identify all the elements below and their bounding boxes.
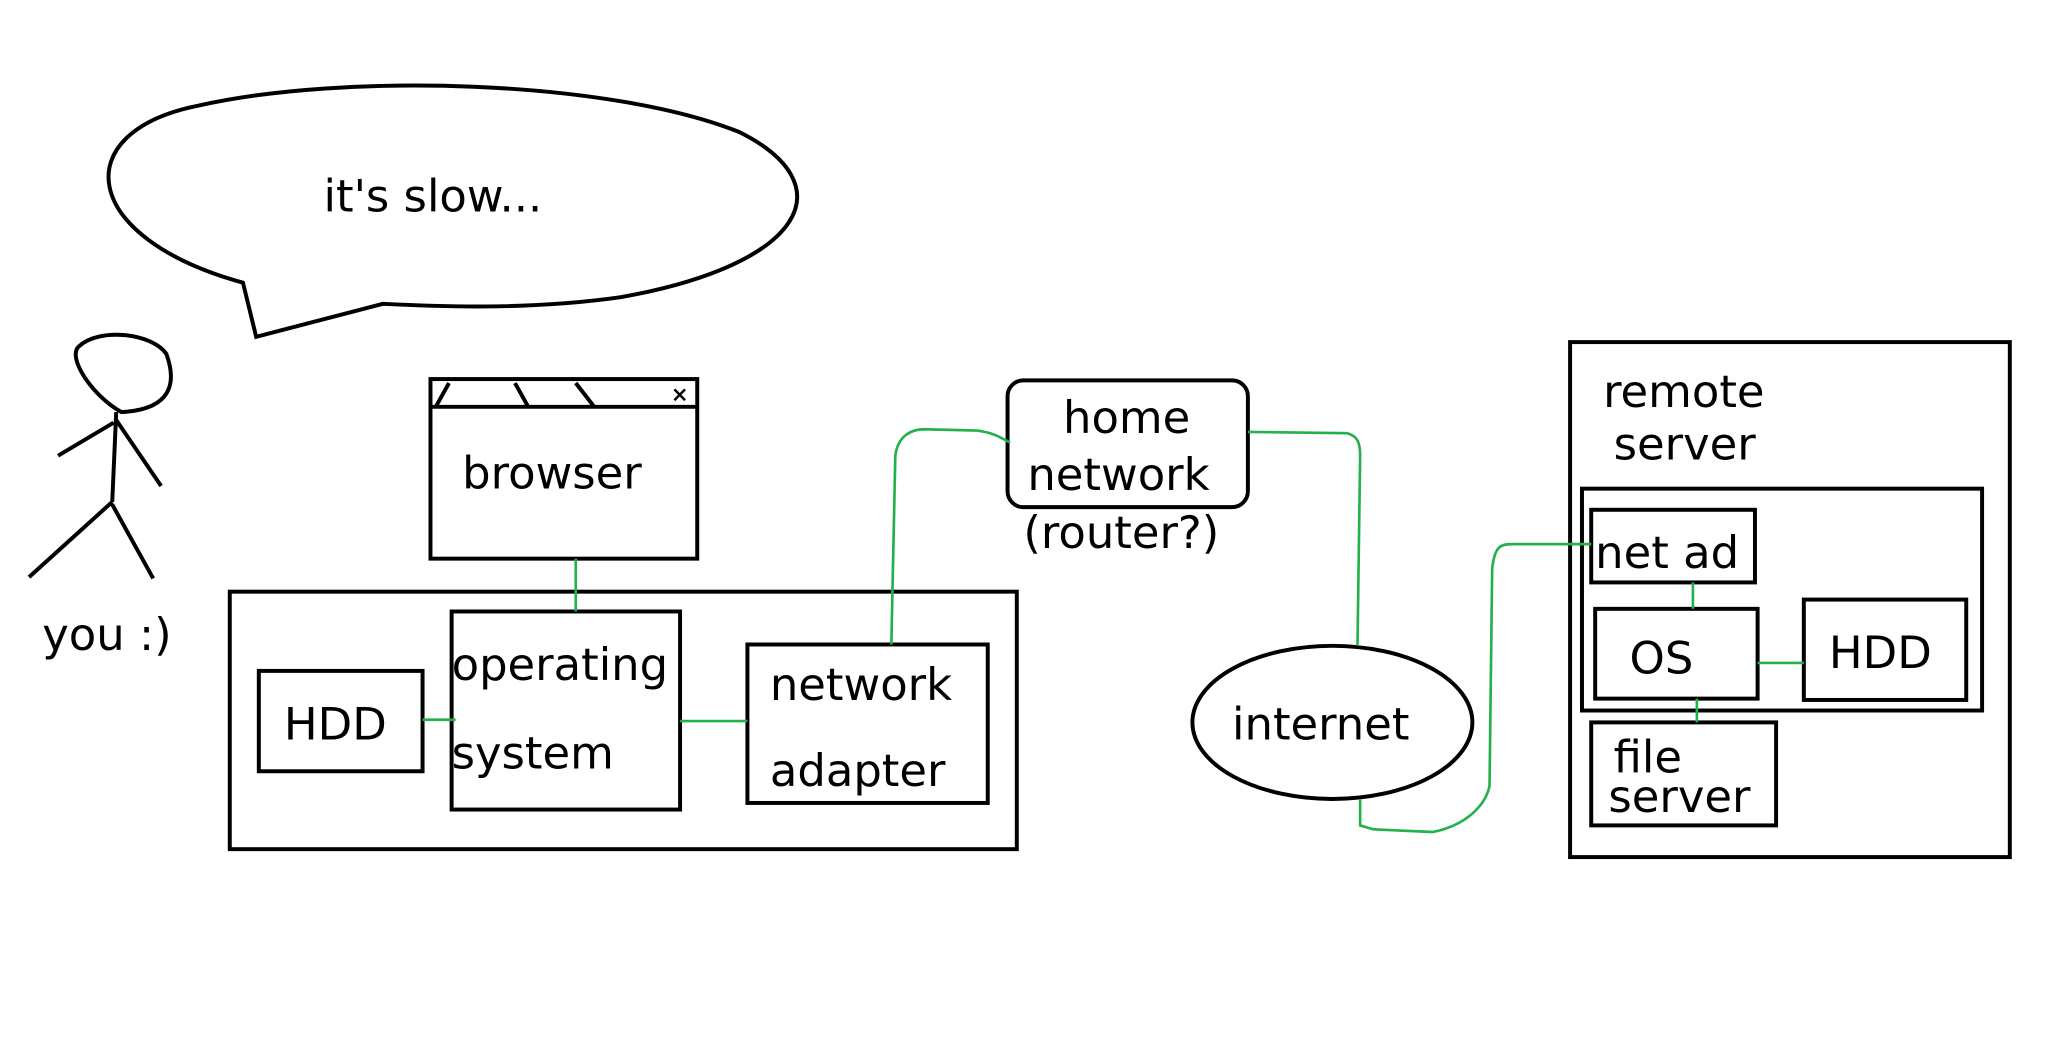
speech-bubble: it's slow... (106, 83, 800, 340)
remote-hdd-box (1801, 597, 1969, 702)
home-network-label-2: network (1027, 448, 1209, 501)
close-icon: × (671, 382, 689, 407)
wire-internet-server (1358, 542, 1592, 834)
remote-net-ad-label: net ad (1595, 526, 1739, 579)
remote-os-label: OS (1630, 632, 1694, 685)
network-adapter-box (745, 642, 990, 805)
remote-net-ad-box (1589, 507, 1757, 585)
home-network-note: (router?) (1023, 506, 1219, 559)
os-box (449, 609, 683, 812)
speech-text: it's slow... (324, 169, 543, 222)
os-label-2: system (452, 727, 614, 780)
connections (422, 427, 1804, 834)
stick-figure: you :) (27, 332, 173, 661)
person-label: you :) (42, 608, 171, 661)
browser-window: × browser (428, 377, 700, 561)
network-adapter-label-1: network (770, 658, 952, 711)
browser-label: browser (462, 447, 642, 500)
wire-router-internet (1247, 430, 1362, 646)
os-label-1: operating (452, 638, 669, 691)
internet-label: internet (1232, 698, 1409, 751)
file-server-label-2: server (1608, 770, 1751, 823)
wire-adapter-router (890, 427, 1011, 645)
home-network-label-1: home (1063, 391, 1190, 444)
local-machine: HDD operating system network adapter (227, 589, 1019, 852)
remote-server: remote server net ad OS HDD file server (1568, 340, 2012, 860)
local-hdd-label: HDD (284, 698, 387, 751)
remote-os-box (1593, 606, 1760, 701)
internet-node: internet (1190, 643, 1475, 801)
file-server-label-1: file (1614, 731, 1682, 784)
file-server-box (1589, 720, 1779, 828)
remote-server-title-2: server (1614, 418, 1757, 471)
network-adapter-label-2: adapter (770, 744, 946, 797)
remote-hdd-label: HDD (1829, 626, 1932, 679)
remote-server-title-1: remote (1603, 365, 1764, 418)
home-network: home network (router?) (1005, 378, 1250, 559)
